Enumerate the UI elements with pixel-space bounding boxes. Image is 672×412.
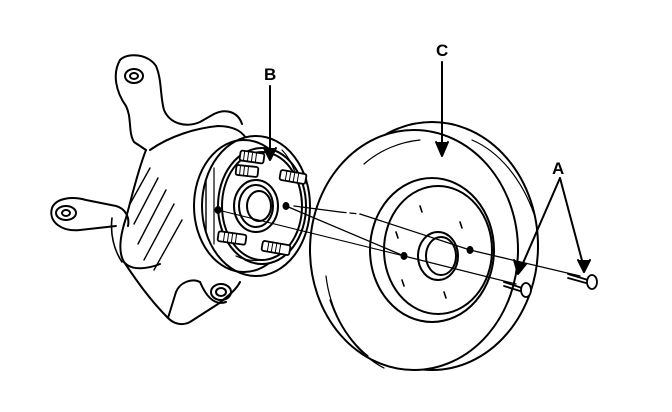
stud xyxy=(278,169,308,185)
stud xyxy=(260,240,292,256)
stud xyxy=(216,230,248,246)
stud xyxy=(234,164,260,178)
screw-right xyxy=(567,273,598,290)
brake-rotor xyxy=(309,121,539,371)
screw-left xyxy=(503,281,532,298)
rotor-screws xyxy=(503,273,598,298)
label-a: A xyxy=(552,159,564,178)
rotor-stud-holes xyxy=(395,205,463,299)
label-b: B xyxy=(264,65,276,84)
alignment-lines xyxy=(217,205,581,285)
label-c: C xyxy=(436,41,448,60)
leader-arrows xyxy=(263,61,591,275)
steering-knuckle xyxy=(50,54,249,326)
stud xyxy=(238,149,266,165)
wheel-studs xyxy=(216,149,308,256)
